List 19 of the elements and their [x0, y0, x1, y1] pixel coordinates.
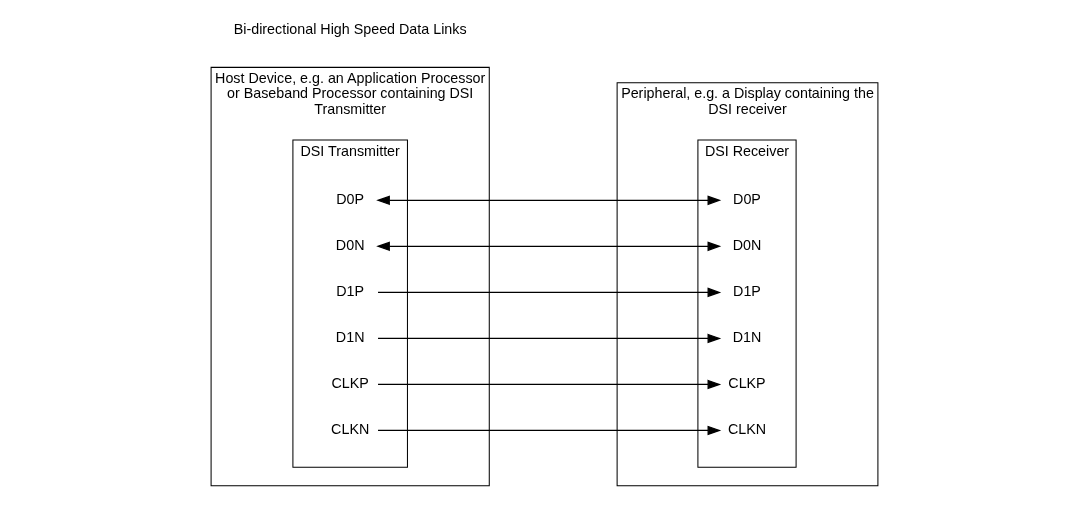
node-text: D1N: [732, 329, 761, 346]
arrow: [376, 425, 721, 436]
arrow: [375, 241, 721, 252]
node-text: CLKN: [727, 421, 766, 438]
label: Bi-directional High Speed Data Links: [233, 21, 467, 38]
arrow: [376, 287, 721, 298]
node-text: CLKP: [727, 375, 766, 392]
node-text: CLKP: [331, 375, 369, 392]
node-text: D1N: [335, 329, 364, 346]
node-text: D1P: [335, 283, 364, 300]
arrow: [375, 195, 721, 206]
node-text: D1P: [732, 283, 761, 300]
node-text: CLKN: [330, 421, 369, 438]
node-text: D0N: [732, 237, 761, 254]
arrow: [376, 379, 721, 390]
node-text: D0N: [335, 237, 364, 254]
arrow: [376, 333, 721, 344]
node-text: D0P: [335, 191, 364, 208]
node-text: D0P: [732, 191, 761, 208]
